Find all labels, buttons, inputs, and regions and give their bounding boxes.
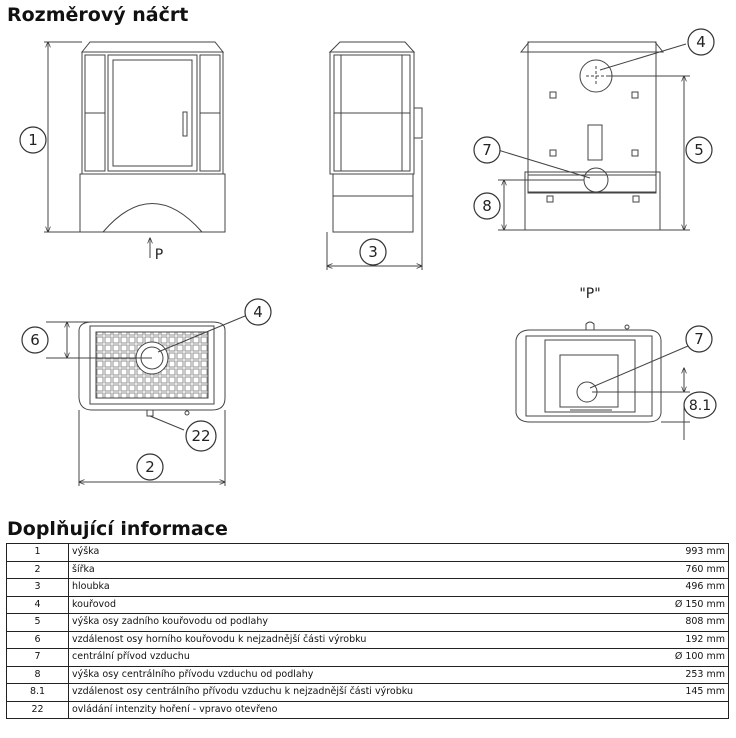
- row-label: šířka: [67, 560, 636, 579]
- front-view: [44, 42, 226, 258]
- callout-1: [19, 126, 47, 154]
- callout-8: [473, 192, 501, 220]
- callout-label-8-1: 8.1: [689, 398, 711, 414]
- row-value: Ø 150 mm: [635, 595, 729, 614]
- row-value: 192 mm: [635, 630, 729, 649]
- section-title-sketch: Rozměrový náčrt: [7, 4, 189, 26]
- bottom-view: [515, 321, 690, 440]
- callout-label-4-top: 4: [253, 303, 263, 321]
- row-value: 808 mm: [635, 613, 729, 632]
- rear-view: [497, 41, 690, 230]
- row-value: 253 mm: [635, 665, 729, 684]
- row-label: výška: [67, 543, 636, 562]
- callout-label-8: 8: [482, 197, 492, 215]
- side-view: [327, 41, 422, 270]
- callout-label-5: 5: [694, 141, 704, 159]
- row-number: 4: [6, 595, 69, 614]
- callout-7-rear: [473, 136, 501, 164]
- callout-8-1: [683, 391, 717, 419]
- callout-label-2: 2: [145, 458, 155, 476]
- callout-label-22: 22: [191, 427, 210, 445]
- callout-22: [185, 420, 217, 452]
- row-label: centrální přívod vzduchu: [67, 648, 636, 667]
- row-number: 22: [6, 700, 69, 719]
- callout-label-3: 3: [368, 243, 378, 261]
- callout-label-6: 6: [30, 331, 40, 349]
- p-view-label: "P": [579, 286, 600, 302]
- row-label: kouřovod: [67, 595, 636, 614]
- row-label: výška osy centrálního přívodu vzduchu od…: [67, 665, 636, 684]
- callout-3: [359, 238, 387, 266]
- row-number: 5: [6, 613, 69, 632]
- callout-label-7-rear: 7: [482, 141, 492, 159]
- row-label: vzdálenost osy centrálního přívodu vzduc…: [67, 683, 636, 702]
- row-label: výška osy zadního kouřovodu od podlahy: [67, 613, 636, 632]
- row-number: 1: [6, 543, 69, 562]
- callout-label-4-rear: 4: [696, 33, 706, 51]
- row-number: 6: [6, 630, 69, 649]
- row-number: 2: [6, 560, 69, 579]
- callout-7-bottom: [685, 325, 713, 353]
- row-value: [635, 700, 729, 719]
- row-value: 496 mm: [635, 578, 729, 597]
- row-label: ovládání intenzity hoření - vpravo otevř…: [67, 700, 636, 719]
- p-arrow-label: P: [155, 247, 163, 263]
- row-number: 8: [6, 665, 69, 684]
- row-value: 993 mm: [635, 543, 729, 562]
- callout-4-rear: [687, 28, 715, 56]
- row-label: hloubka: [67, 578, 636, 597]
- row-number: 8.1: [6, 683, 69, 702]
- row-number: 3: [6, 578, 69, 597]
- callout-5: [685, 136, 713, 164]
- callout-2: [136, 453, 164, 481]
- row-label: vzdálenost osy horního kouřovodu k nejza…: [67, 630, 636, 649]
- callout-4-top: [244, 298, 272, 326]
- row-number: 7: [6, 648, 69, 667]
- row-value: Ø 100 mm: [635, 648, 729, 667]
- row-value: 760 mm: [635, 560, 729, 579]
- callout-6: [21, 326, 49, 354]
- section-title-info: Doplňující informace: [7, 518, 228, 540]
- callout-label-7-bottom: 7: [694, 330, 704, 348]
- top-view: [46, 315, 246, 486]
- callout-label-1: 1: [28, 131, 38, 149]
- dimension-drawing: 1 4 5 7 8 3 6 4 22 2 7 8.1 P "P": [19, 28, 717, 486]
- row-value: 145 mm: [635, 683, 729, 702]
